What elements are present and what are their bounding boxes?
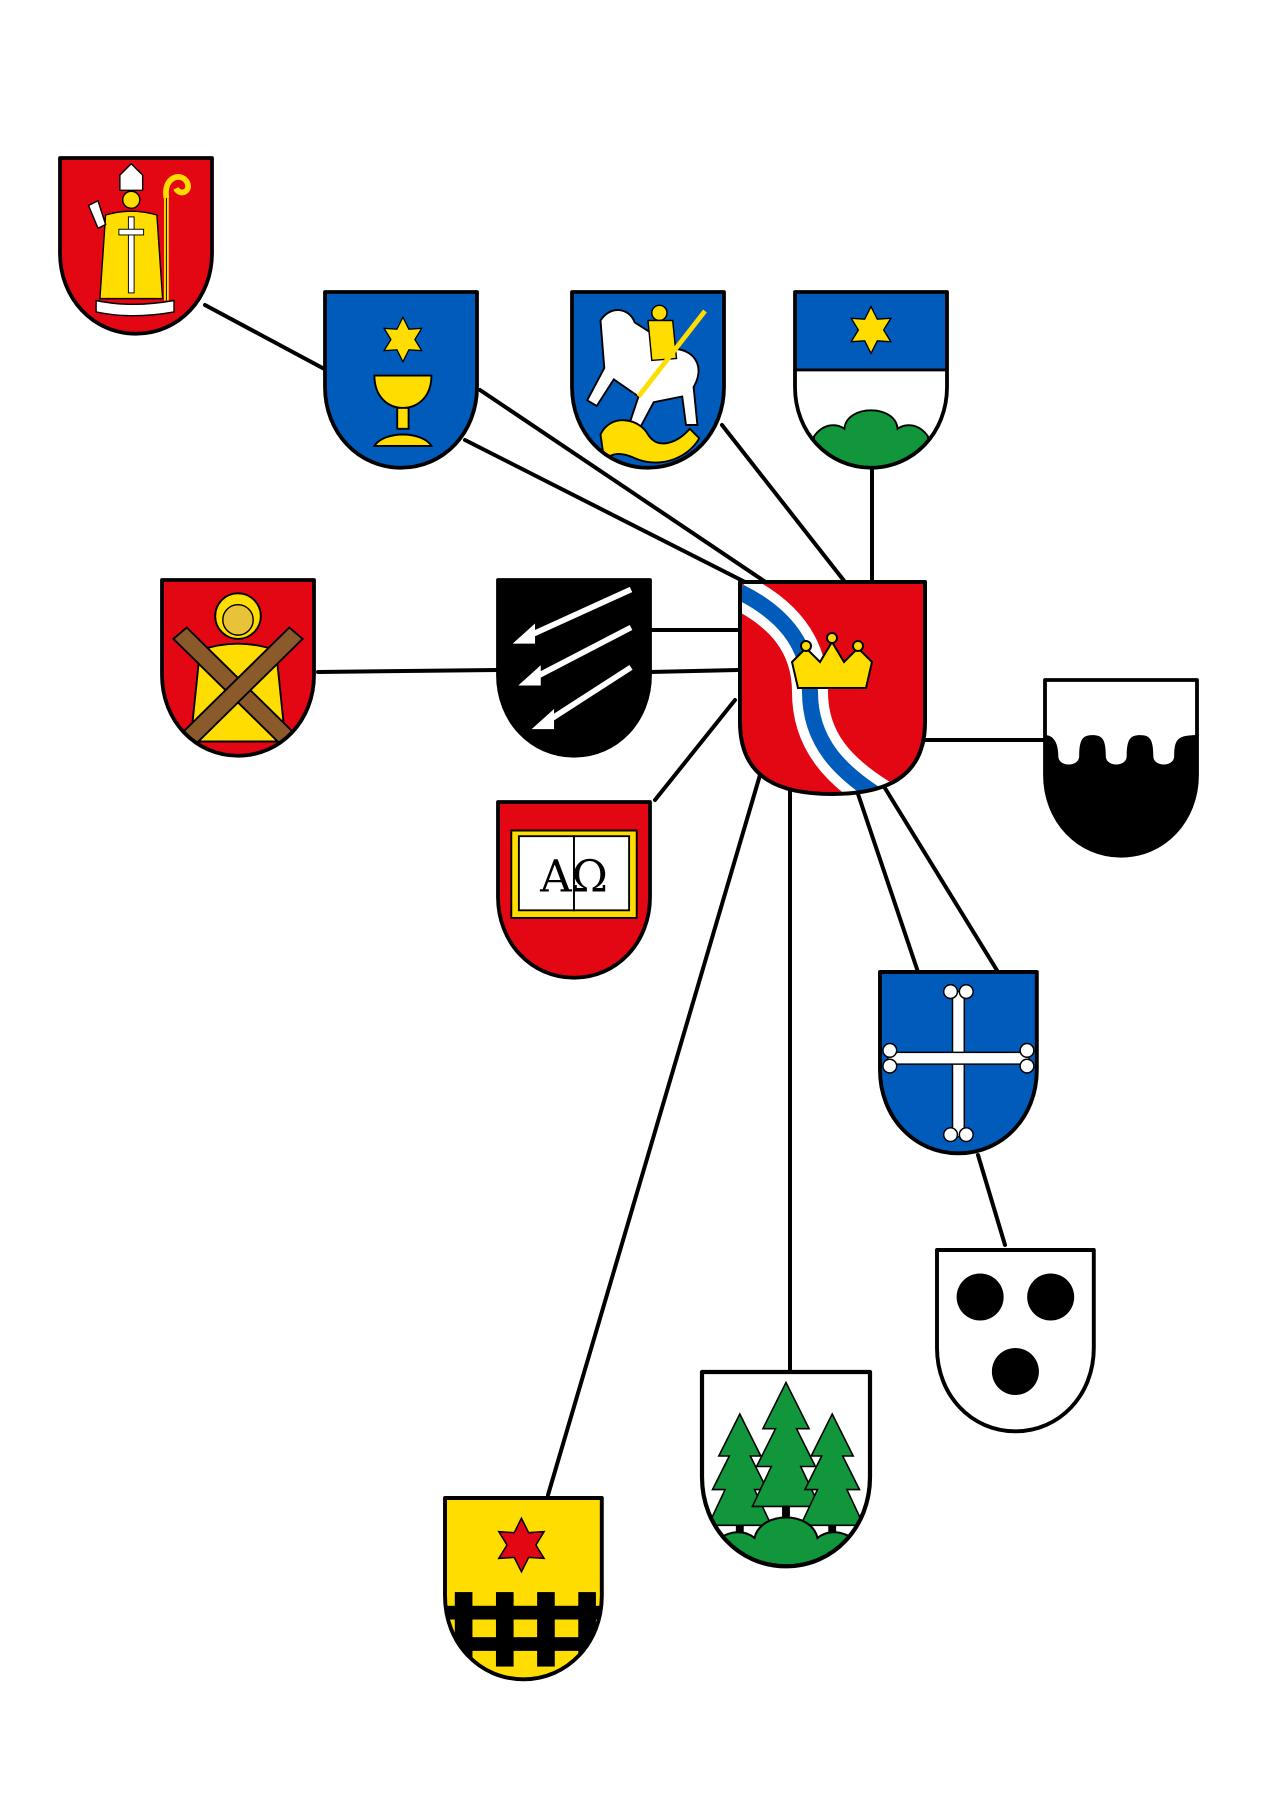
line-george-center (720, 423, 847, 584)
shield-book: ΑΩ (496, 800, 652, 980)
roundel-icon (991, 1348, 1039, 1396)
roundel-icon (956, 1273, 1004, 1321)
shield-saint-george (570, 290, 726, 470)
shield-river-crown (738, 580, 927, 796)
book-text: ΑΩ (539, 851, 608, 902)
line-book-center (653, 698, 737, 802)
line-fence-center (546, 773, 762, 1497)
arrow-icon (531, 665, 633, 730)
open-book-icon: ΑΩ (510, 829, 638, 919)
shield-trees (702, 1372, 870, 1572)
river-band (740, 582, 890, 794)
shield-star-fence (443, 1496, 604, 1682)
shield-saint-andrew (160, 578, 316, 758)
cross-bottony-icon (882, 984, 1035, 1143)
shield-three-balls (935, 1248, 1096, 1434)
horse-rider-icon (585, 304, 707, 432)
line-andrew-arrows (316, 668, 500, 674)
line-arrows-center-b (648, 668, 740, 674)
arrow-icon (518, 624, 633, 686)
roundel-icon (1027, 1273, 1075, 1321)
line-bishop-center-b (478, 388, 772, 587)
shield-blue-cross (878, 970, 1039, 1156)
line-bishop-center (203, 303, 332, 374)
hill-icon (813, 409, 929, 468)
line-chalice-center (463, 438, 747, 584)
dragon-icon (599, 419, 701, 464)
line-balls-bluecross (976, 1153, 1007, 1247)
wavy-division-icon (1045, 735, 1198, 856)
chalice-icon (372, 374, 434, 447)
crosier-icon (163, 174, 191, 301)
line-bluecross-center-b (878, 778, 1000, 974)
crown-icon (790, 632, 874, 689)
shield-chalice-star (323, 290, 479, 470)
shield-black-wave (1043, 678, 1199, 858)
line-bluecross-center-a (853, 783, 920, 974)
bishop-figure-icon (87, 162, 175, 317)
shield-arrows (496, 578, 652, 758)
shield-star-hill (793, 290, 949, 470)
connection-lines (203, 303, 1047, 1497)
shield-bishop (58, 156, 214, 336)
arrow-icon (512, 586, 633, 644)
